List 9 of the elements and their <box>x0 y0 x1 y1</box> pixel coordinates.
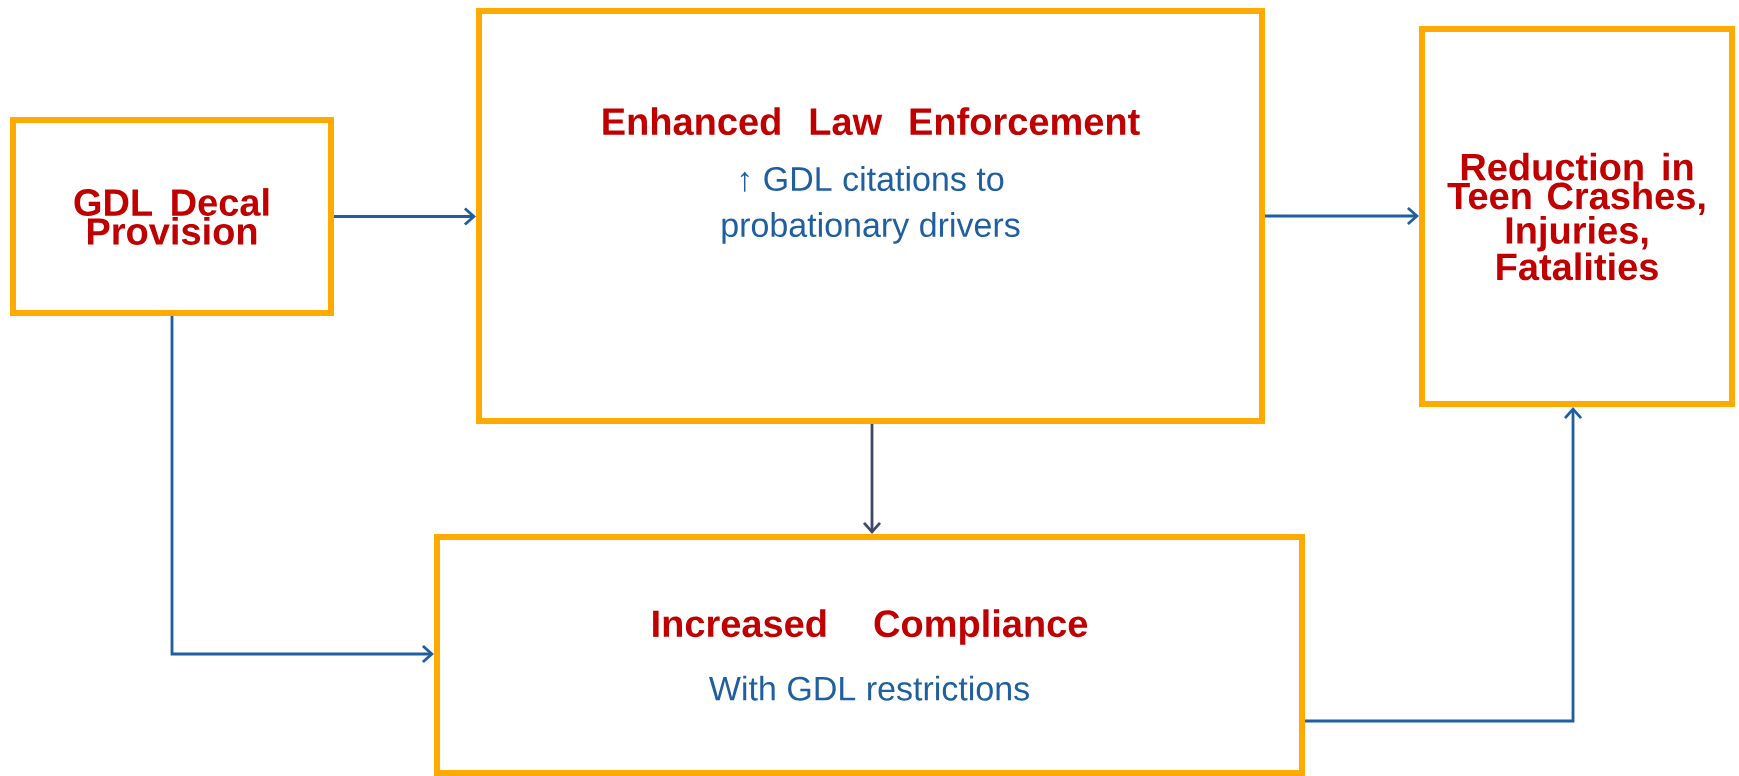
arrow <box>862 424 882 534</box>
arrow <box>1305 407 1583 723</box>
process-box: GDL Decal Provision <box>10 117 334 316</box>
process-box: Increased Compliance With GDL restrictions <box>434 534 1305 776</box>
process-box: Reduction in Teen Crashes, Injuries, Fatalities <box>1419 26 1735 407</box>
arrow <box>170 316 434 664</box>
arrow <box>334 207 476 226</box>
process-box: Enhanced Law Enforcement ↑ GDL citations to probationary drivers <box>476 8 1265 424</box>
arrow <box>1265 206 1419 226</box>
